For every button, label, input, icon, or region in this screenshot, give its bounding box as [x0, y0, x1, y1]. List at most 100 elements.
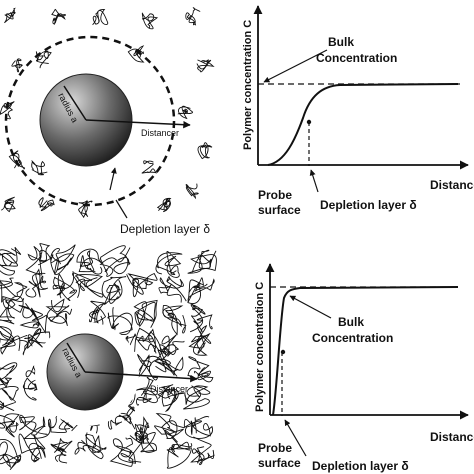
- polymer-mesh-strand: [52, 271, 78, 301]
- x-axis-label: Distance: [430, 178, 474, 192]
- polymer-mesh-strand: [133, 353, 163, 384]
- polymer-mesh-strand: [22, 377, 50, 401]
- polymer-coil: [141, 12, 159, 30]
- polymer-mesh-strand: [190, 436, 215, 466]
- bulk-label-line2: Concentration: [316, 51, 397, 65]
- polymer-mesh-strand: [155, 251, 183, 278]
- polymer-mesh-strand: [18, 303, 48, 334]
- polymer-coil: [141, 160, 157, 174]
- concentration-curve: [267, 83, 459, 166]
- polymer-coil: [185, 183, 199, 200]
- distance-label-bottom: Distancer: [150, 384, 188, 394]
- polymer-mesh-strand: [134, 416, 150, 445]
- polymer-mesh-strand: [0, 246, 22, 276]
- polymer-mesh-strand: [0, 386, 19, 411]
- polymer-mesh-strand: [45, 298, 73, 328]
- polymer-mesh-strand: [0, 362, 18, 389]
- y-axis-label: Polymer concentration C: [242, 20, 254, 150]
- polymer-mesh-strand: [0, 277, 28, 303]
- polymer-coil: [8, 150, 26, 170]
- y-axis-label-bottom: Polymer concentration C: [254, 282, 266, 412]
- polymer-mesh-strand: [19, 327, 51, 356]
- polymer-mesh-strand: [76, 248, 103, 275]
- depletion-pointer-bottom: [284, 419, 307, 457]
- polymer-mesh-strand: [25, 243, 52, 276]
- polymer-mesh-strand: [101, 276, 127, 306]
- polymer-mesh-strand: [18, 433, 46, 463]
- depletion-pointer-up: [109, 167, 117, 191]
- polymer-mesh-strand: [183, 415, 213, 439]
- polymer-mesh-strand: [50, 438, 73, 464]
- bulk-label-line1-bottom: Bulk: [338, 315, 364, 329]
- polymer-coil: [31, 159, 48, 176]
- polymer-mesh-strand: [133, 299, 158, 328]
- polymer-mesh-strand: [154, 413, 185, 443]
- dilute-panel: radius a Distancer Depletion layer δ: [0, 7, 215, 236]
- depletion-label: Depletion layer δ: [320, 198, 417, 212]
- bulk-label-line1: Bulk: [328, 35, 354, 49]
- polymer-mesh-strand: [128, 432, 157, 463]
- polymer-mesh-strand: [187, 249, 217, 274]
- polymer-mesh-strand: [154, 349, 184, 377]
- distance-arrow-bottom: [84, 371, 198, 383]
- concentration-graph-semidilute: Polymer concentration C Distance Bulk Co…: [254, 263, 474, 473]
- polymer-mesh-strand: [158, 334, 185, 357]
- concentration-curve-bottom: [272, 286, 459, 416]
- polymer-mesh-strand: [74, 432, 107, 460]
- polymer-coils-dilute: [0, 7, 215, 219]
- polymer-coil: [0, 101, 15, 120]
- polymer-coil: [177, 105, 194, 120]
- x-axis-label-bottom: Distance: [430, 430, 474, 444]
- polymer-mesh-strand: [157, 384, 186, 413]
- bulk-label-line2-bottom: Concentration: [312, 331, 393, 345]
- radius-line: [63, 85, 87, 121]
- polymer-coil: [156, 197, 172, 213]
- depletion-boundary: [4, 35, 176, 207]
- depletion-pointer: [309, 169, 319, 193]
- polymer-coil: [51, 8, 67, 25]
- polymer-coil: [197, 142, 213, 160]
- polymer-mesh-strand: [25, 268, 49, 298]
- polymer-coil: [11, 58, 23, 73]
- polymer-mesh-strand: [134, 327, 161, 354]
- polymer-coil: [196, 59, 215, 73]
- polymer-coil: [78, 199, 93, 219]
- polymer-coil: [1, 196, 16, 213]
- polymer-mesh-strand: [187, 356, 214, 383]
- polymer-mesh-strand: [166, 436, 193, 469]
- polymer-mesh-strand: [0, 413, 20, 438]
- depletion-point: [306, 119, 312, 125]
- polymer-mesh-strand: [126, 272, 158, 297]
- polymer-mesh-strand: [189, 303, 213, 333]
- polymer-coil: [38, 197, 55, 212]
- polymer-mesh-strand: [188, 324, 212, 356]
- polymer-mesh-strand: [0, 439, 22, 470]
- polymer-mesh-strand: [183, 385, 211, 410]
- depletion-pointer-down: [115, 199, 128, 219]
- depletion-label-bottom: Depletion layer δ: [312, 459, 409, 473]
- probe-label-line1-bottom: Probe: [258, 441, 292, 455]
- polymer-mesh-strand: [187, 277, 215, 305]
- concentration-graph-dilute: Polymer concentration C Distance Bulk Co…: [242, 5, 474, 217]
- probe-label-line2-bottom: surface: [258, 456, 301, 470]
- depletion-point-bottom: [280, 349, 286, 355]
- bulk-pointer: [263, 49, 328, 83]
- polymer-mesh-strand: [134, 376, 158, 406]
- semidilute-panel: radius a Distancer: [0, 243, 217, 470]
- polymer-mesh-strand: [0, 295, 25, 325]
- radius-line-bottom: [66, 342, 86, 373]
- distance-label: Distancer: [141, 128, 179, 138]
- polymer-mesh-strand: [72, 272, 104, 298]
- depletion-label: Depletion layer δ: [120, 222, 210, 236]
- polymer-mesh-strand: [162, 305, 187, 336]
- polymer-coil: [127, 45, 145, 63]
- bulk-pointer-bottom: [289, 295, 332, 319]
- polymer-mesh-strand: [50, 244, 76, 275]
- probe-label-line2: surface: [258, 203, 301, 217]
- polymer-coil: [4, 7, 16, 24]
- distance-arrow: [85, 119, 191, 129]
- polymer-coil: [35, 50, 52, 69]
- polymer-coil: [92, 8, 109, 26]
- polymer-mesh-strand: [19, 414, 51, 439]
